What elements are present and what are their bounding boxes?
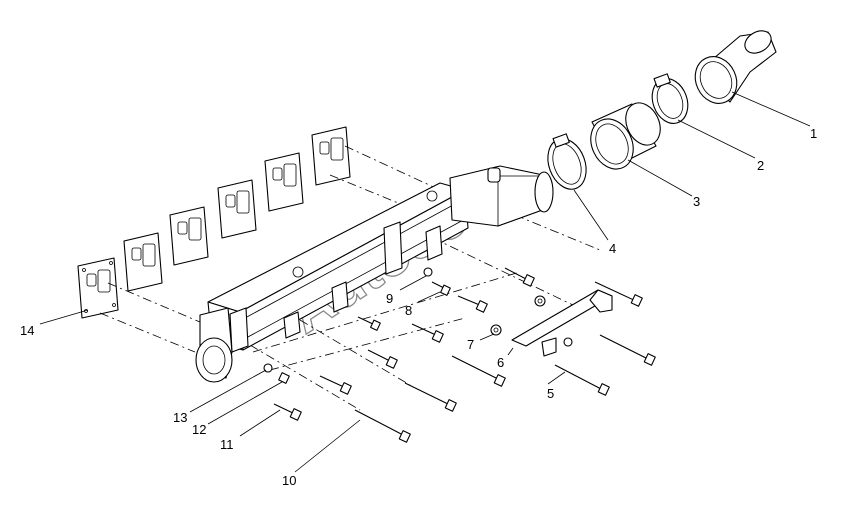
callout-2: 2 — [757, 158, 764, 173]
bolt-short-5 — [319, 375, 352, 395]
callout-9: 9 — [386, 291, 393, 306]
gasket-row — [77, 126, 351, 319]
bolt-item-5-lower — [554, 364, 610, 396]
bolt-item-10 — [354, 409, 411, 443]
gasket-4 — [217, 179, 257, 239]
gasket-3 — [169, 206, 209, 266]
leader-lines — [39, 91, 811, 473]
bolt-item-12 — [278, 372, 290, 384]
bolt-short-4 — [367, 349, 398, 369]
bolt-item-8 — [431, 281, 451, 296]
bolt-long-2 — [404, 382, 457, 412]
bolt-set — [273, 267, 656, 443]
exhaust-manifold — [195, 165, 554, 383]
item-4-clamp — [547, 133, 587, 190]
callout-8: 8 — [405, 303, 412, 318]
callout-12: 12 — [192, 422, 206, 437]
callout-4: 4 — [609, 241, 616, 256]
bolt-item-5-upper — [594, 281, 643, 307]
bolt-long-1 — [451, 355, 506, 387]
item-3-sleeve — [590, 102, 661, 170]
callout-6: 6 — [497, 355, 504, 370]
washer-set — [263, 267, 573, 373]
gasket-2 — [123, 232, 163, 292]
item-6-bracket — [511, 289, 613, 357]
callout-labels: 1 2 3 4 5 6 7 8 9 10 11 12 13 14 — [20, 126, 817, 488]
bolt-short-3 — [411, 323, 444, 343]
bolt-right-mid — [599, 334, 656, 366]
bolt-short-2 — [457, 295, 488, 313]
bolt-short-1 — [504, 267, 535, 287]
gasket-1 — [77, 257, 119, 319]
callout-7: 7 — [467, 337, 474, 352]
callout-3: 3 — [693, 194, 700, 209]
callout-11: 11 — [220, 437, 234, 452]
callout-5: 5 — [547, 386, 554, 401]
callout-10: 10 — [282, 473, 296, 488]
item-2-clamp — [651, 73, 689, 124]
bolt-item-11 — [273, 403, 302, 421]
callout-14: 14 — [20, 323, 34, 338]
item-1-elbow-pipe — [694, 30, 777, 104]
bolt-center — [357, 316, 381, 331]
gasket-6 — [311, 126, 351, 186]
gasket-5 — [264, 152, 304, 212]
callout-1: 1 — [810, 126, 817, 141]
callout-13: 13 — [173, 410, 187, 425]
